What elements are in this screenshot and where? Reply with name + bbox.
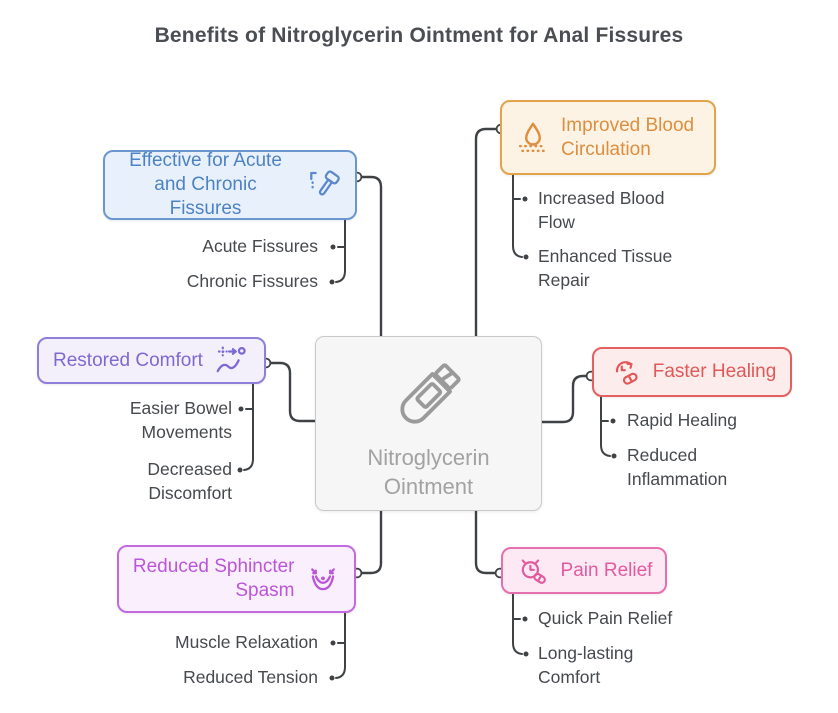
sub-item-increased-blood-flow: Increased Blood Flow — [538, 188, 665, 232]
sub-item-chronic-fissures: Chronic Fissures — [186, 271, 318, 291]
connector-circulation-center — [474, 127, 503, 339]
sub-dot — [522, 616, 528, 622]
node-pain-relief: Pain Relief — [501, 547, 667, 594]
healing-time-icon — [608, 354, 644, 390]
sub-dot — [329, 675, 335, 681]
connector-comfort-center — [264, 361, 318, 423]
stretching-person-icon — [212, 342, 250, 380]
node-label: Effective for Acute and Chronic Fissures — [129, 150, 282, 219]
node-improved-blood-circulation: Improved Blood Circulation — [500, 100, 716, 175]
blood-drop-icon — [514, 119, 552, 157]
sub-dot — [238, 406, 244, 412]
sub-dot — [237, 467, 243, 473]
sub-item-long-lasting-comfort: Long-lasting Comfort — [538, 643, 634, 687]
subconnector-comfort — [243, 383, 254, 471]
sub-item-enhanced-tissue-repair: Enhanced Tissue Repair — [538, 246, 673, 290]
sub-item-easier-bowel-movements: Easier Bowel Movements — [129, 398, 232, 442]
node-label: Restored Comfort — [53, 349, 203, 371]
node-label: Reduced Sphincter Spasm — [132, 556, 295, 601]
node-faster-healing: Faster Healing — [592, 347, 792, 397]
subconnector-healing — [600, 396, 611, 457]
connector-center-spasm — [355, 508, 383, 575]
sub-item-quick-pain-relief: Quick Pain Relief — [538, 608, 673, 628]
sphincter-muscle-icon — [304, 560, 342, 598]
node-label: Faster Healing — [652, 361, 777, 382]
node-label: Improved Blood Circulation — [561, 114, 695, 160]
sub-item-reduced-tension: Reduced Tension — [183, 667, 318, 687]
connector-fissures-center — [355, 175, 383, 339]
subconnector-fissures — [335, 219, 346, 283]
node-label: Pain Relief — [560, 559, 653, 581]
sub-dot — [329, 279, 335, 285]
sub-dot — [610, 418, 616, 424]
sub-item-reduced-inflammation: Reduced Inflammation — [627, 445, 728, 489]
subconnector-spasm — [335, 612, 346, 679]
node-restored-comfort: Restored Comfort — [37, 337, 266, 384]
sub-item-muscle-relaxation: Muscle Relaxation — [175, 632, 318, 652]
sub-dot — [330, 244, 336, 250]
pain-relief-clock-icon — [516, 553, 552, 589]
connector-center-painrelief — [474, 508, 502, 575]
ointment-tube-icon — [383, 349, 475, 441]
subconnector-circulation — [512, 174, 523, 258]
sub-item-acute-fissures: Acute Fissures — [202, 236, 318, 256]
center-node-nitroglycerin-ointment: Nitroglycerin Ointment — [315, 336, 542, 511]
sub-item-decreased-discomfort: Decreased Discomfort — [147, 459, 232, 503]
sub-dot — [523, 651, 529, 657]
connector-center-healing — [539, 374, 593, 424]
center-node-label: Nitroglycerin Ointment — [367, 445, 490, 499]
sub-item-rapid-healing: Rapid Healing — [627, 410, 737, 430]
node-reduced-sphincter-spasm: Reduced Sphincter Spasm — [117, 545, 356, 613]
sub-dot — [611, 453, 617, 459]
sub-dot — [330, 640, 336, 646]
page-title: Benefits of Nitroglycerin Ointment for A… — [154, 24, 684, 47]
subconnector-painrelief — [512, 593, 523, 655]
node-effective-for-fissures: Effective for Acute and Chronic Fissures — [103, 150, 357, 220]
medical-applicator-icon — [303, 165, 343, 205]
sub-dot — [522, 196, 528, 202]
sub-dot — [523, 254, 529, 260]
